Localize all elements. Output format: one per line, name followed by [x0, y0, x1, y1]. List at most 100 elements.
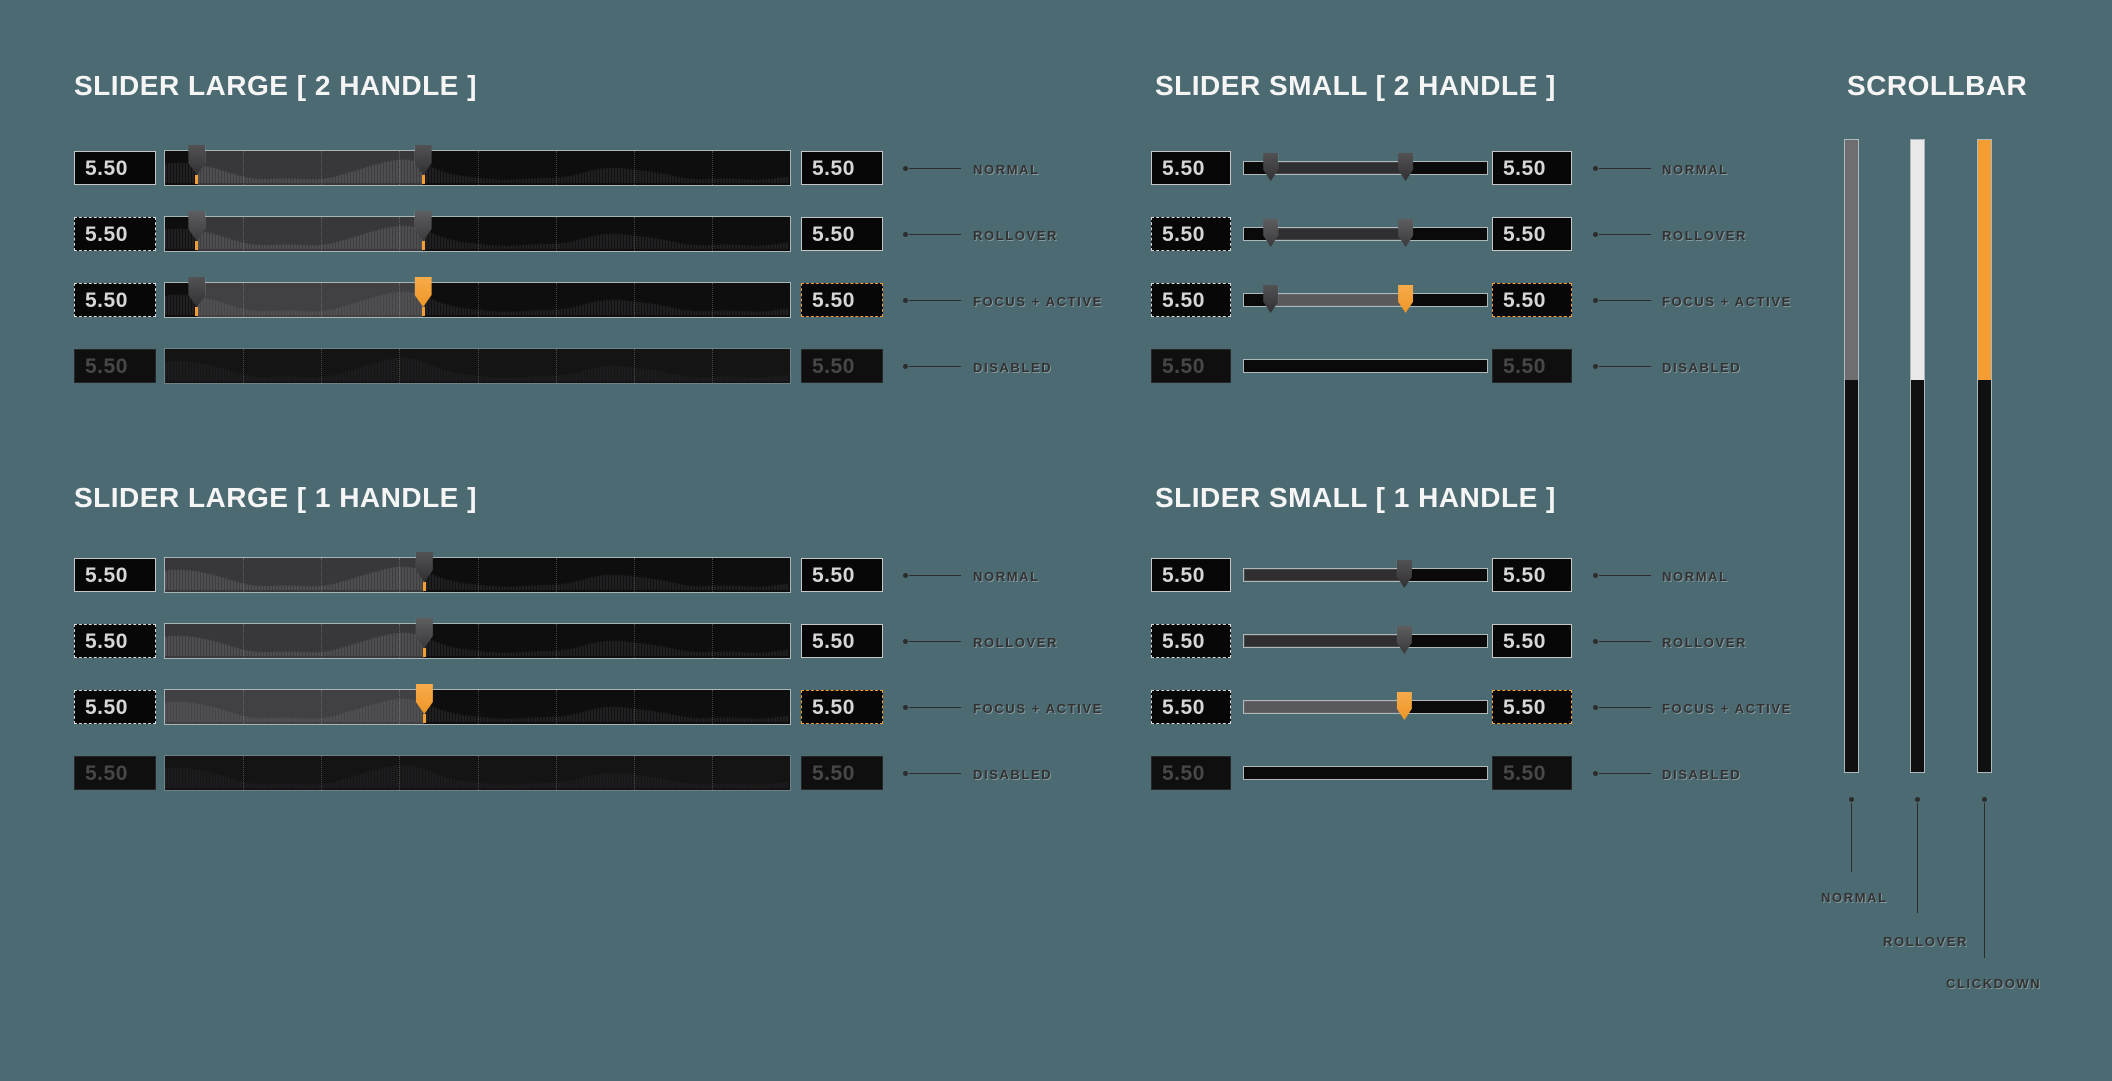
- scrollbar-state-label: CLICKDOWN: [1946, 976, 2042, 991]
- value-text: 5.50: [812, 223, 855, 246]
- value-input-right[interactable]: 5.50: [801, 151, 883, 185]
- value-input-right[interactable]: 5.50: [1492, 283, 1572, 317]
- slider-handle[interactable]: [414, 145, 432, 175]
- slider-track[interactable]: [1244, 219, 1487, 247]
- scrollbar-thumb-normal[interactable]: [1845, 140, 1858, 380]
- gridline: [555, 283, 557, 317]
- leader-line: [1599, 300, 1651, 301]
- scrollbar-thumb-clickdown[interactable]: [1978, 140, 1991, 380]
- slider-handle[interactable]: [188, 277, 206, 307]
- value-input-left[interactable]: 5.50: [1151, 624, 1231, 658]
- handle-position-tick: [422, 582, 426, 591]
- gridline: [243, 756, 245, 790]
- slider-track[interactable]: [165, 618, 790, 658]
- slider-handle[interactable]: [1263, 219, 1279, 247]
- value-input-right[interactable]: 5.50: [1492, 690, 1572, 724]
- value-input-left[interactable]: 5.50: [74, 151, 156, 185]
- value-text: 5.50: [1503, 289, 1546, 312]
- slider-fill-range: [1244, 635, 1405, 647]
- leader-dot: [903, 771, 908, 776]
- value-input-left[interactable]: 5.50: [1151, 690, 1231, 724]
- slider-handle-active[interactable]: [415, 684, 433, 714]
- slider-handle[interactable]: [415, 618, 433, 648]
- scrollbar-track[interactable]: [1978, 140, 1991, 772]
- value-input-left[interactable]: 5.50: [1151, 217, 1231, 251]
- value-input-left[interactable]: 5.50: [74, 624, 156, 658]
- scrollbar-thumb-rollover[interactable]: [1911, 140, 1924, 380]
- waveform-histogram: [165, 690, 790, 724]
- value-input-left[interactable]: 5.50: [74, 283, 156, 317]
- value-input-right[interactable]: 5.50: [801, 558, 883, 592]
- value-input-left[interactable]: 5.50: [74, 558, 156, 592]
- leader-line: [1599, 773, 1651, 774]
- state-label: DISABLED: [1662, 767, 1742, 782]
- slider-track[interactable]: [1244, 560, 1487, 588]
- gridline: [243, 217, 245, 251]
- slider-track[interactable]: [1244, 285, 1487, 313]
- gridline: [399, 151, 401, 185]
- slider-handle-active[interactable]: [414, 277, 432, 307]
- state-label: DISABLED: [973, 360, 1053, 375]
- gridline: [633, 690, 635, 724]
- leader-line: [1851, 803, 1852, 872]
- value-input-left[interactable]: 5.50: [74, 690, 156, 724]
- leader-dot: [1915, 797, 1920, 802]
- state-label: FOCUS + ACTIVE: [973, 701, 1103, 716]
- value-input-right[interactable]: 5.50: [1492, 558, 1572, 592]
- slider-track[interactable]: [165, 145, 790, 185]
- value-input-left[interactable]: 5.50: [1151, 151, 1231, 185]
- handle-position-tick: [195, 307, 199, 316]
- slider-handle[interactable]: [1263, 153, 1279, 181]
- slider-track[interactable]: [165, 211, 790, 251]
- slider-handle[interactable]: [414, 211, 432, 241]
- value-input-right[interactable]: 5.50: [1492, 624, 1572, 658]
- slider-handle[interactable]: [188, 211, 206, 241]
- slider-handle[interactable]: [415, 552, 433, 582]
- scrollbar-track[interactable]: [1911, 140, 1924, 772]
- section-title-slider-small-2-handle: SLIDER SMALL [ 2 HANDLE ]: [1155, 70, 1556, 101]
- gridline: [633, 283, 635, 317]
- value-input-right: 5.50: [801, 756, 883, 790]
- leader-dot: [1593, 771, 1598, 776]
- slider-handle[interactable]: [1396, 626, 1412, 654]
- slider-track[interactable]: [1244, 153, 1487, 181]
- gridline: [399, 349, 401, 383]
- slider-handle-active[interactable]: [1396, 692, 1412, 720]
- value-input-left[interactable]: 5.50: [1151, 283, 1231, 317]
- slider-track[interactable]: [165, 277, 790, 317]
- slider-fill-range: [1270, 162, 1406, 174]
- slider-track[interactable]: [1244, 692, 1487, 720]
- gridline: [477, 756, 479, 790]
- waveform-histogram: [165, 349, 790, 383]
- value-input-right[interactable]: 5.50: [801, 283, 883, 317]
- value-input-right[interactable]: 5.50: [1492, 217, 1572, 251]
- value-input-right[interactable]: 5.50: [801, 624, 883, 658]
- gridline: [633, 558, 635, 592]
- leader-dot: [1593, 298, 1598, 303]
- slider-track[interactable]: [165, 684, 790, 724]
- handle-position-tick: [421, 175, 425, 184]
- value-text: 5.50: [1162, 630, 1205, 653]
- slider-handle[interactable]: [1398, 153, 1414, 181]
- gridline: [555, 217, 557, 251]
- waveform-histogram: [165, 558, 790, 592]
- value-input-right[interactable]: 5.50: [1492, 151, 1572, 185]
- scrollbar-track[interactable]: [1845, 140, 1858, 772]
- slider-handle[interactable]: [188, 145, 206, 175]
- slider-handle[interactable]: [1263, 285, 1279, 313]
- value-input-right[interactable]: 5.50: [801, 690, 883, 724]
- value-input-left[interactable]: 5.50: [74, 217, 156, 251]
- slider-handle-active[interactable]: [1398, 285, 1414, 313]
- value-input-right[interactable]: 5.50: [801, 217, 883, 251]
- slider-track[interactable]: [1244, 626, 1487, 654]
- gridline: [711, 690, 713, 724]
- gridline: [477, 349, 479, 383]
- slider-handle[interactable]: [1396, 560, 1412, 588]
- value-input-right: 5.50: [1492, 349, 1572, 383]
- value-input-left[interactable]: 5.50: [1151, 558, 1231, 592]
- gridline: [633, 151, 635, 185]
- slider-track[interactable]: [165, 552, 790, 592]
- slider-handle[interactable]: [1398, 219, 1414, 247]
- gridline: [399, 756, 401, 790]
